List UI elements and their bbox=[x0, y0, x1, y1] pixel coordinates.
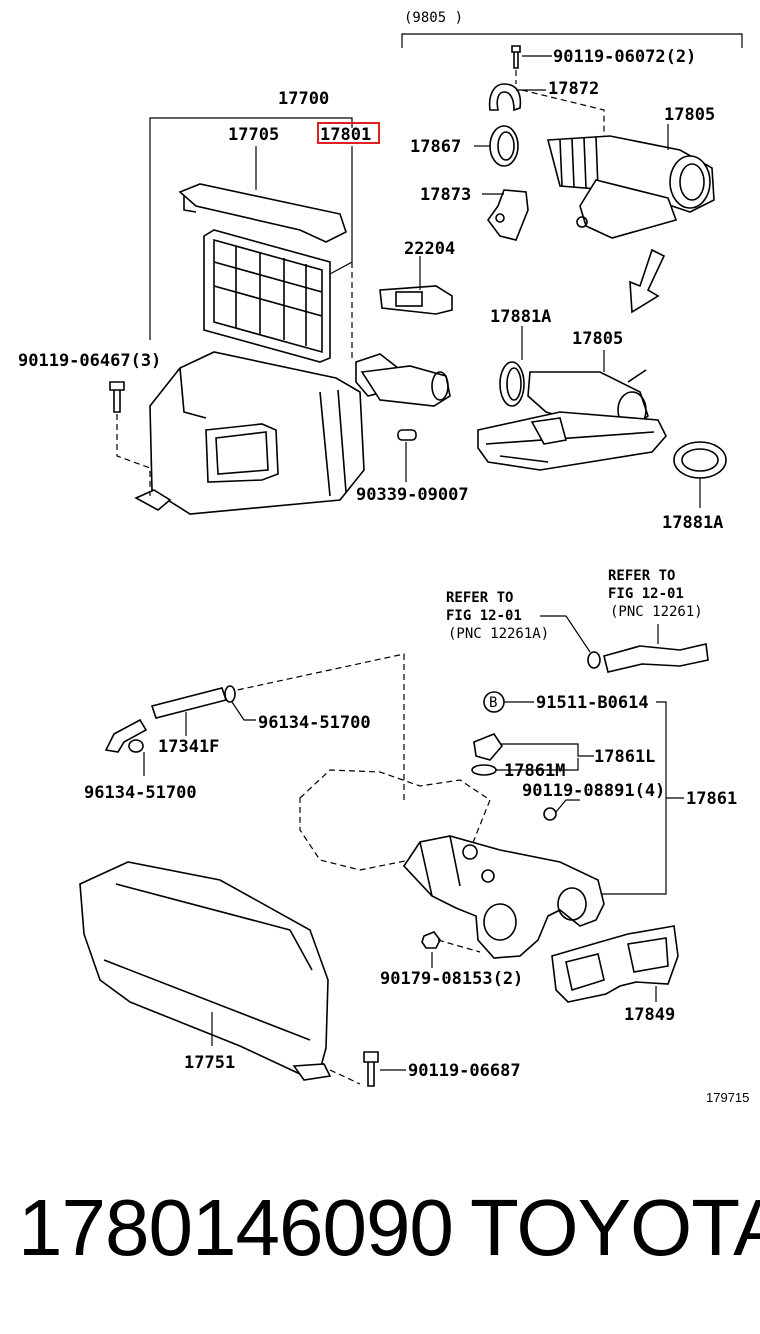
direction-arrow bbox=[629, 248, 666, 314]
bolt-90119-06687[interactable] bbox=[363, 1051, 379, 1087]
clamp-17881A-bottom[interactable] bbox=[673, 441, 727, 479]
intake-hose-17805-mid[interactable] bbox=[477, 369, 667, 471]
label-17861L[interactable]: 17861L bbox=[594, 747, 655, 767]
label-17801[interactable]: 17801 bbox=[320, 125, 371, 145]
ref1-line3: (PNC 12261A) bbox=[448, 626, 549, 642]
bracket-17873[interactable] bbox=[487, 189, 529, 241]
label-17705[interactable]: 17705 bbox=[228, 125, 279, 145]
label-17872[interactable]: 17872 bbox=[548, 79, 599, 99]
label-90119-08891[interactable]: 90119-08891(4) bbox=[522, 781, 665, 801]
label-90119-06687[interactable]: 90119-06687 bbox=[408, 1061, 521, 1081]
label-17805-top[interactable]: 17805 bbox=[664, 105, 715, 125]
label-17861M[interactable]: 17861M bbox=[504, 761, 565, 781]
intake-hose-17805-top[interactable] bbox=[546, 135, 715, 239]
air-filter-element-17801[interactable] bbox=[203, 229, 331, 363]
dash-17341F-top bbox=[227, 653, 405, 800]
bolt-90119-08891[interactable] bbox=[543, 807, 557, 821]
ref1-line1: REFER TO bbox=[446, 590, 513, 606]
bolt-90119-06072[interactable] bbox=[511, 45, 521, 69]
bolt-90119-06467[interactable] bbox=[109, 381, 125, 413]
leader-17861L bbox=[500, 743, 594, 757]
air-cleaner-case-17700[interactable] bbox=[134, 351, 451, 515]
label-90339-09007[interactable]: 90339-09007 bbox=[356, 485, 469, 505]
dash-90179-08153 bbox=[437, 939, 481, 953]
label-96134-51700-b[interactable]: 96134-51700 bbox=[84, 783, 197, 803]
cover-17705[interactable] bbox=[178, 183, 347, 243]
label-96134-51700-a[interactable]: 96134-51700 bbox=[258, 713, 371, 733]
hose-17341F[interactable] bbox=[104, 685, 236, 753]
intake-manifold-17861[interactable] bbox=[402, 835, 605, 959]
label-17881A-bot[interactable]: 17881A bbox=[662, 513, 723, 533]
label-17700[interactable]: 17700 bbox=[278, 89, 329, 109]
ref2-line1: REFER TO bbox=[608, 568, 675, 584]
label-17861[interactable]: 17861 bbox=[686, 789, 737, 809]
highlight-box-17801 bbox=[317, 122, 380, 144]
engine-cover-17751[interactable] bbox=[79, 861, 332, 1081]
circle-b-label: B bbox=[489, 695, 497, 711]
ref1-line2: FIG 12-01 bbox=[446, 608, 522, 624]
label-90119-06467[interactable]: 90119-06467(3) bbox=[18, 351, 161, 371]
label-17873[interactable]: 17873 bbox=[420, 185, 471, 205]
grommet-90339-09007[interactable] bbox=[397, 429, 417, 441]
clamp-17881A-top[interactable] bbox=[499, 361, 525, 407]
label-17751[interactable]: 17751 bbox=[184, 1053, 235, 1073]
label-90119-06072[interactable]: 90119-06072(2) bbox=[553, 47, 696, 67]
label-17805-mid[interactable]: 17805 bbox=[572, 329, 623, 349]
gasket-17849[interactable] bbox=[551, 925, 679, 1003]
dash-90119-06467 bbox=[116, 414, 151, 496]
pcv-hose-12261[interactable] bbox=[587, 643, 709, 673]
leader-90119-08891 bbox=[555, 799, 580, 813]
leader-96134-a bbox=[231, 701, 256, 721]
label-22204[interactable]: 22204 bbox=[404, 239, 455, 259]
footer-part-number: 1780146090 bbox=[18, 1183, 454, 1272]
ref2-line3: (PNC 12261) bbox=[610, 604, 703, 620]
ref2-line2: FIG 12-01 bbox=[608, 586, 684, 602]
bracket-17872[interactable] bbox=[488, 83, 522, 112]
leader-17861M bbox=[496, 758, 579, 771]
label-91511-B0614[interactable]: 91511-B0614 bbox=[536, 693, 649, 713]
leader-ref1 bbox=[540, 615, 591, 653]
label-90179-08153[interactable]: 90179-08153(2) bbox=[380, 969, 523, 989]
nut-90179-08153[interactable] bbox=[421, 931, 441, 949]
label-17867[interactable]: 17867 bbox=[410, 137, 461, 157]
clamp-17867[interactable] bbox=[489, 125, 519, 167]
label-17341F[interactable]: 17341F bbox=[158, 737, 219, 757]
header-bracket bbox=[401, 33, 743, 48]
airflow-meter-22204[interactable] bbox=[379, 285, 453, 315]
gasket-17861M[interactable] bbox=[471, 764, 497, 776]
figure-number: 179715 bbox=[706, 1090, 749, 1105]
dash-90119-06687 bbox=[329, 1069, 361, 1085]
gasket-17861L[interactable] bbox=[473, 733, 504, 761]
footer-brand: TOYOTA bbox=[470, 1183, 760, 1272]
dash-17872 bbox=[521, 89, 605, 140]
label-17849[interactable]: 17849 bbox=[624, 1005, 675, 1025]
leader-17801 bbox=[329, 146, 353, 275]
engine-outline bbox=[299, 769, 491, 871]
label-17881A-top[interactable]: 17881A bbox=[490, 307, 551, 327]
header-range: (9805 ) bbox=[404, 10, 463, 26]
